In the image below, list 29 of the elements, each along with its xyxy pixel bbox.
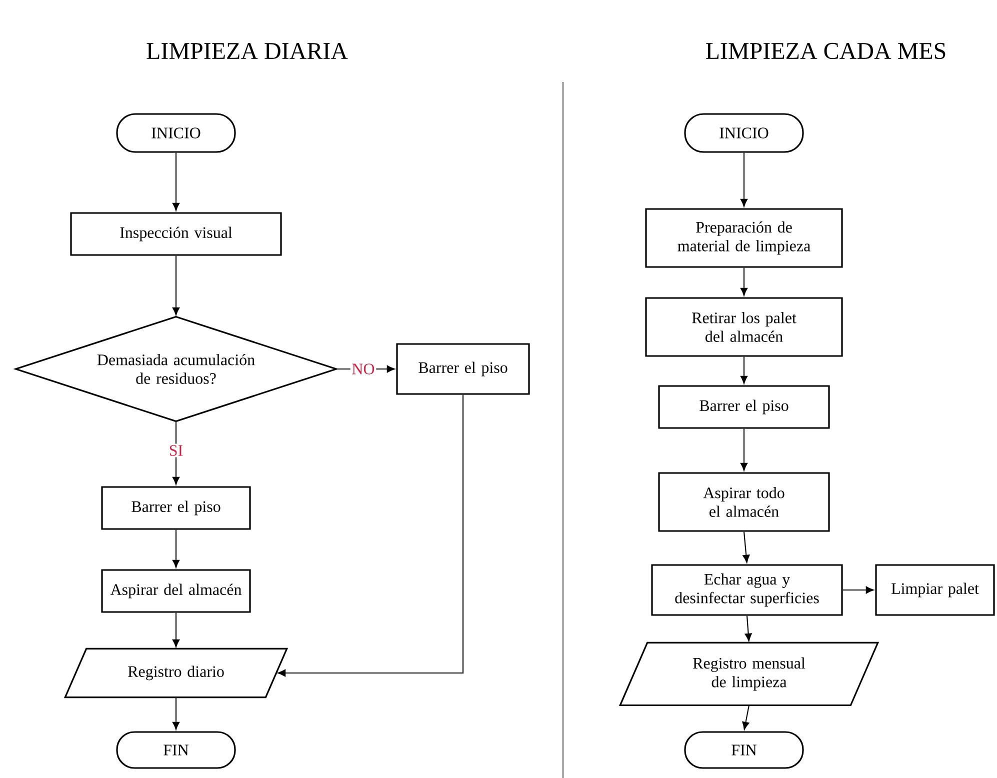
- arrow: [740, 356, 748, 384]
- process-box: Barrer el piso: [396, 343, 530, 395]
- process-box: Barrer el piso: [658, 385, 830, 429]
- arrow: [740, 428, 748, 471]
- arrow: [172, 421, 180, 485]
- arrow: [742, 705, 750, 730]
- process-box: Barrer el piso: [101, 486, 251, 530]
- process-box: Echar agua y desinfectar superficies: [651, 564, 843, 616]
- arrow: [172, 612, 180, 648]
- process-box: Preparación de material de limpieza: [645, 208, 843, 268]
- process-box: Aspirar todo el almacén: [658, 472, 830, 532]
- process-box: Aspirar del almacén: [101, 569, 251, 613]
- arrow: [172, 530, 180, 568]
- edge-label: SI: [168, 444, 184, 458]
- arrow: [740, 268, 748, 296]
- process-box: Retirar los palet del almacén: [645, 297, 843, 357]
- arrow: [744, 616, 752, 642]
- section-heading: LIMPIEZA DIARIA: [146, 43, 348, 59]
- arrow: [172, 256, 180, 316]
- arrow: [742, 532, 750, 563]
- arrow: [842, 586, 874, 594]
- arrow: [278, 394, 464, 677]
- arrow: [172, 152, 180, 211]
- arrow: [740, 152, 748, 207]
- process-box: Limpiar palet: [875, 564, 995, 616]
- edge-label: NO: [350, 362, 376, 376]
- section-heading: LIMPIEZA CADA MES: [706, 42, 946, 60]
- arrow: [172, 697, 180, 730]
- process-box: Inspección visual: [70, 212, 282, 256]
